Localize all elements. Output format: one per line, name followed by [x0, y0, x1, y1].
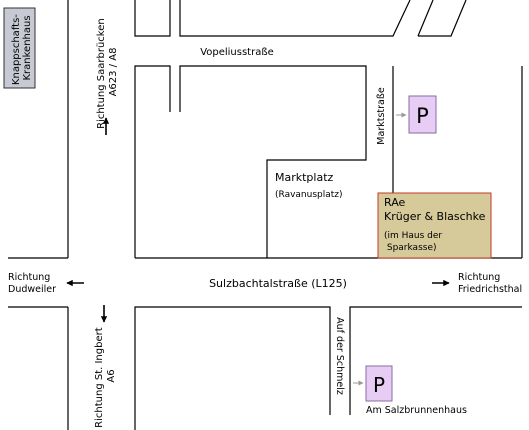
office-line3: (im Haus der	[384, 231, 442, 241]
street-markt: Marktstraße	[376, 87, 387, 145]
parking-icon	[408, 95, 437, 134]
parking-bottom: P	[353, 365, 393, 402]
office-line1: RAe	[384, 196, 406, 209]
place-salzbrunnenhaus: Am Salzbrunnenhaus	[366, 405, 467, 416]
block-top-left	[134, 0, 171, 37]
office-line4: Sparkasse)	[384, 243, 437, 253]
parking-top-label: P	[416, 104, 429, 128]
street-vopelius: Vopeliusstraße	[200, 47, 274, 58]
direction-dudweiler-2: Dudweiler	[8, 284, 56, 295]
block-marktplatz	[179, 65, 367, 258]
hospital-building	[3, 7, 36, 89]
block-top-right-edge	[417, 0, 434, 37]
block-top-middle	[179, 0, 411, 37]
direction-dudweiler-1: Richtung	[8, 272, 50, 283]
parking-bottom-label: P	[373, 373, 385, 397]
block-south-middle	[134, 306, 331, 430]
street-auf-der-schmelz: Auf der Schmelz	[334, 317, 345, 395]
direction-friedrichsthal-1: Richtung	[458, 272, 500, 283]
hospital-label: Knappschafts- Krankenhaus	[11, 11, 33, 85]
place-marktplatz: Marktplatz	[275, 171, 334, 184]
parking-top: P	[396, 95, 437, 134]
office-box	[377, 192, 492, 259]
parking-icon	[365, 365, 393, 402]
block-south-right	[349, 306, 522, 415]
block-top-right	[418, 0, 467, 37]
place-marktplatz-sub: (Ravanusplatz)	[275, 190, 343, 200]
street-sulzbachtal: Sulzbachtalstraße (L125)	[209, 277, 347, 290]
block-outlines	[8, 0, 523, 430]
direction-saarbruecken: Richtung Saarbrücken A623 / A8	[96, 15, 119, 129]
block-west	[134, 65, 171, 258]
direction-ingbert: Richtung St. Ingbert A6	[94, 324, 117, 428]
office-building: RAe Krüger & Blaschke (im Haus der Spark…	[377, 192, 492, 259]
direction-friedrichsthal-2: Friedrichsthal	[458, 284, 522, 295]
office-line2: Krüger & Blaschke	[384, 210, 486, 223]
